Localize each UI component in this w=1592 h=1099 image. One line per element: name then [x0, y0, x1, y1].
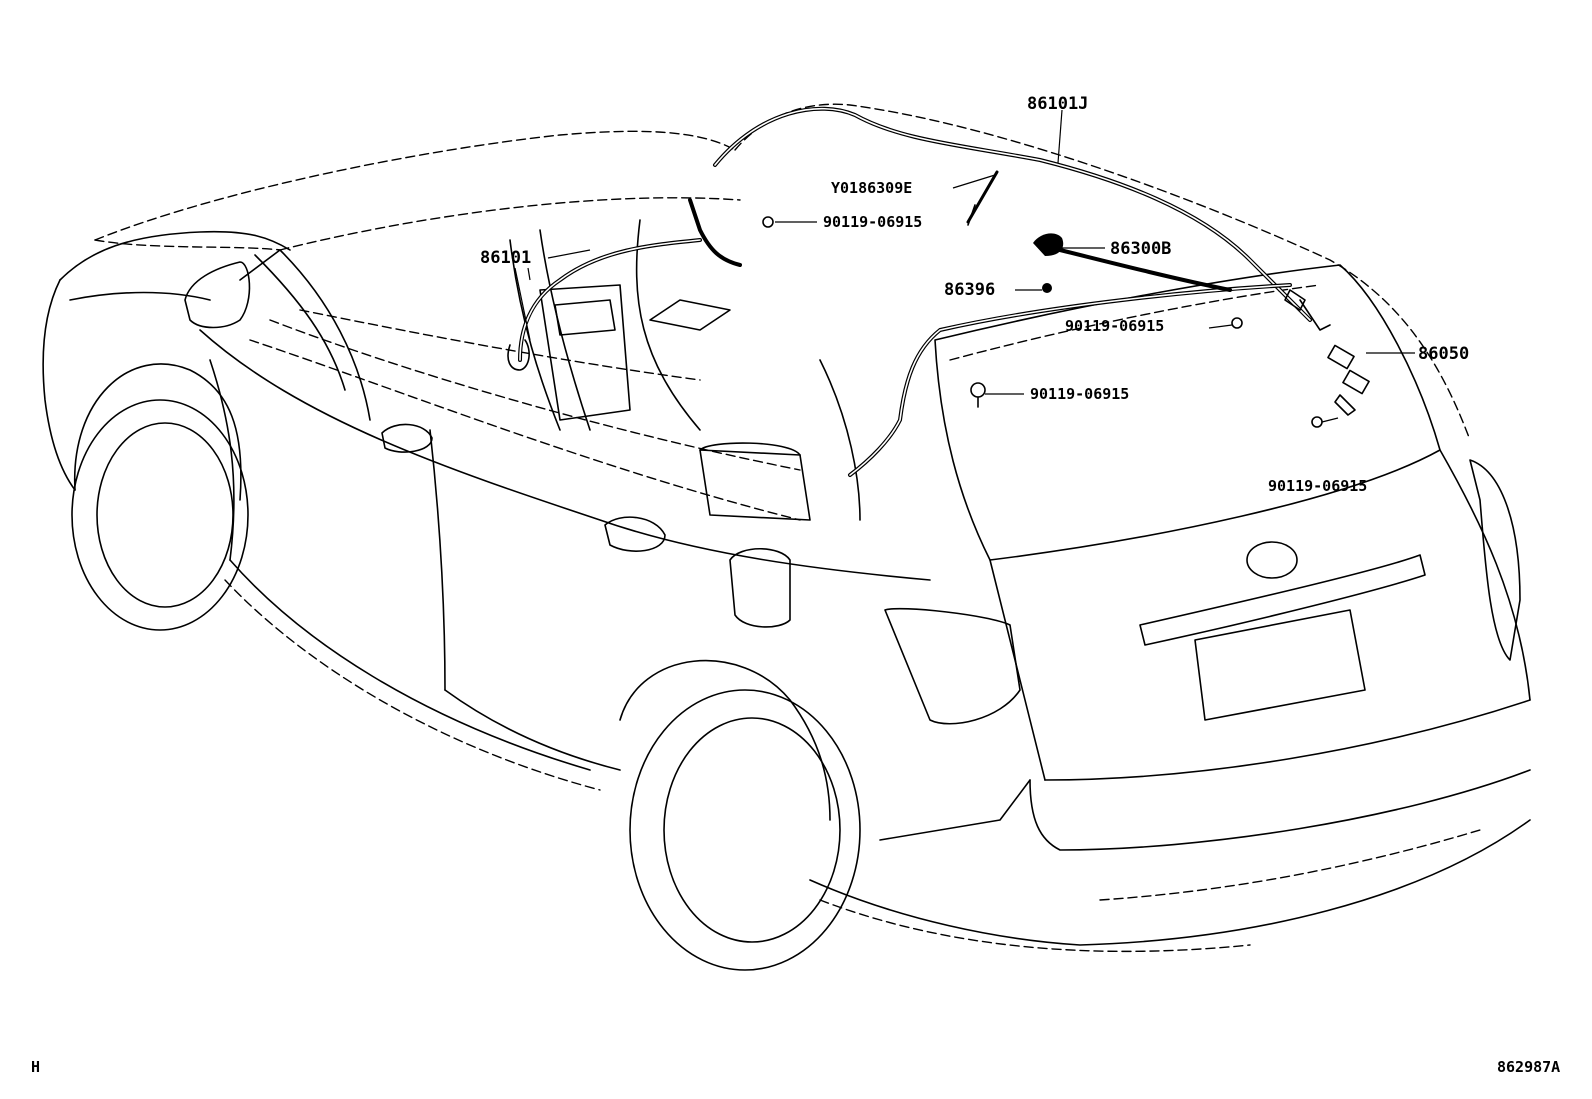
leader-lines — [514, 109, 1415, 423]
antenna-rod-Y0186309E — [966, 170, 999, 226]
bolt-90119-06915-a — [762, 216, 774, 228]
antenna-cable-86101 — [507, 198, 742, 371]
label-90119-06915-a: 90119-06915 — [823, 213, 922, 231]
label-86396: 86396 — [944, 280, 995, 300]
bolt-90119-06915-c — [970, 382, 986, 408]
corner-code-right: 862987A — [1497, 1058, 1560, 1076]
label-86300B: 86300B — [1110, 239, 1171, 259]
bolt-90119-06915-d — [1311, 416, 1323, 428]
label-86050: 86050 — [1418, 344, 1469, 364]
nut-86396 — [1042, 283, 1052, 293]
rear-window-cable — [848, 283, 1292, 477]
label-90119-06915-b: 90119-06915 — [1065, 317, 1164, 335]
label-90119-06915-c: 90119-06915 — [1030, 385, 1129, 403]
corner-code-left: H — [31, 1058, 40, 1076]
bolt-90119-06915-b — [1231, 317, 1243, 329]
label-86101J: 86101J — [1027, 94, 1088, 114]
label-90119-06915-d: 90119-06915 — [1268, 477, 1367, 495]
antenna-cable-86101J — [713, 106, 1312, 322]
car-body-outline — [42, 103, 1531, 971]
label-Y0186309E: Y0186309E — [831, 179, 912, 197]
label-86101: 86101 — [480, 248, 531, 268]
amplifier-86050-connectors — [1284, 289, 1370, 416]
antenna-base-86300B — [1033, 233, 1232, 292]
